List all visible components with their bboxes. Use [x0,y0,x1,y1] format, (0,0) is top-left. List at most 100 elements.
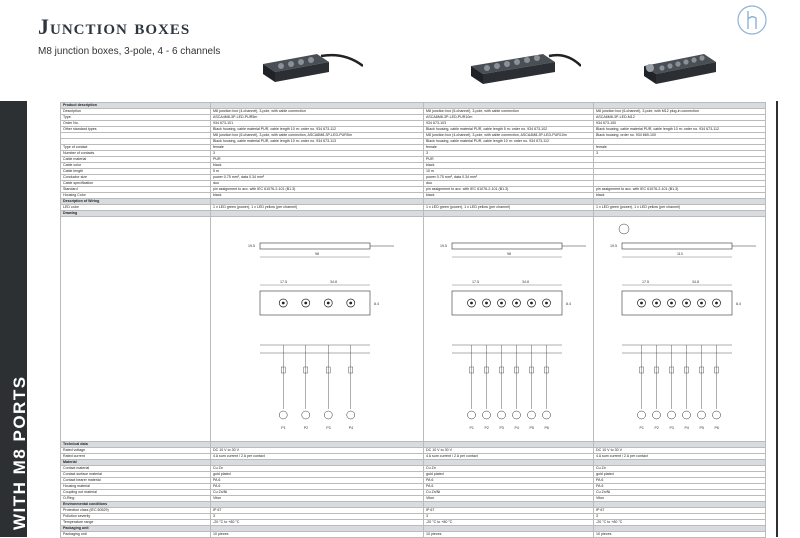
pin-label: P2 [485,426,489,430]
pin-label: P4 [349,426,353,430]
pin-circle [346,410,355,420]
port-circle [697,298,706,308]
port-circle [346,298,356,308]
pin-circle [279,410,288,420]
dimension-depth: 8.4 [566,302,571,306]
dimension-pitch: 17.5 [472,280,479,284]
product-image-6ch-m12 [644,54,716,84]
pin-circle [667,410,676,420]
dimension-height: 19.5 [248,244,255,248]
pin-label: P3 [326,426,330,430]
pin-circle [512,410,521,420]
dimension-end: 34.8 [692,280,699,284]
pin-circle [497,410,506,420]
top-view-body [621,290,733,316]
top-view-body [451,290,563,316]
led-resistor [714,366,719,374]
product-image-6ch [471,53,581,84]
pin-label: P3 [670,426,674,430]
port-circle [682,298,691,308]
side-view-body [451,242,563,250]
port-circle [542,298,551,308]
led-resistor [669,366,674,374]
port-center [281,301,285,305]
pin-label: P4 [515,426,519,430]
port-center [640,301,643,305]
led-resistor [529,366,534,374]
led-resistor [484,366,489,374]
pin-circle [542,410,551,420]
port-center [715,301,718,305]
row-label [60,216,211,442]
pin-label: P3 [500,426,504,430]
top-view-body [259,290,371,316]
dimension-length: 113 [677,252,683,256]
port-circle [637,298,646,308]
port-center [326,301,330,305]
pin-circle [697,410,706,420]
m12-connector-face [618,223,630,235]
port-center [349,301,353,305]
pin-label: P1 [470,426,474,430]
port-circle [667,298,676,308]
port-circle [712,298,721,308]
port-circle [278,298,288,308]
led-resistor [699,366,704,374]
port-center [655,301,658,305]
pin-circle [652,410,661,420]
port-center [545,301,548,305]
led-resistor [499,366,504,374]
pin-label: P4 [685,426,689,430]
port-center [470,301,473,305]
pin-label: P2 [655,426,659,430]
led-resistor [303,366,308,374]
led-resistor [348,366,353,374]
pin-circle [682,410,691,420]
pin-circle [482,410,491,420]
page-subtitle: M8 junction boxes, 3-pole, 4 - 6 channel… [38,46,221,57]
led-resistor [544,366,549,374]
port-center [700,301,703,305]
dimension-length: 98 [315,252,319,256]
led-resistor [469,366,474,374]
port-circle [467,298,476,308]
port-center [685,301,688,305]
port-circle [497,298,506,308]
product-image-4ch [263,53,363,82]
led-resistor [514,366,519,374]
port-circle [323,298,333,308]
port-center [670,301,673,305]
pin-label: P6 [715,426,719,430]
pin-circle [527,410,536,420]
led-resistor [281,366,286,374]
pin-label: P1 [640,426,644,430]
port-center [485,301,488,305]
side-band [0,101,27,537]
pin-label: P2 [304,426,308,430]
table-row: Black housing, cable material PUR, cable… [60,138,766,145]
right-rule [776,101,778,537]
port-circle [301,298,311,308]
port-circle [652,298,661,308]
port-circle [512,298,521,308]
port-center [500,301,503,305]
led-resistor [684,366,689,374]
port-center [530,301,533,305]
dimension-pitch: 17.5 [280,280,287,284]
pin-circle [324,410,333,420]
pin-label: P5 [700,426,704,430]
port-center [304,301,308,305]
pin-label: P6 [545,426,549,430]
side-view-body [259,242,371,250]
led-resistor [654,366,659,374]
page-title: Junction boxes [38,14,191,39]
dimension-end: 34.8 [330,280,337,284]
port-center [515,301,518,305]
dimension-pitch: 17.5 [642,280,649,284]
